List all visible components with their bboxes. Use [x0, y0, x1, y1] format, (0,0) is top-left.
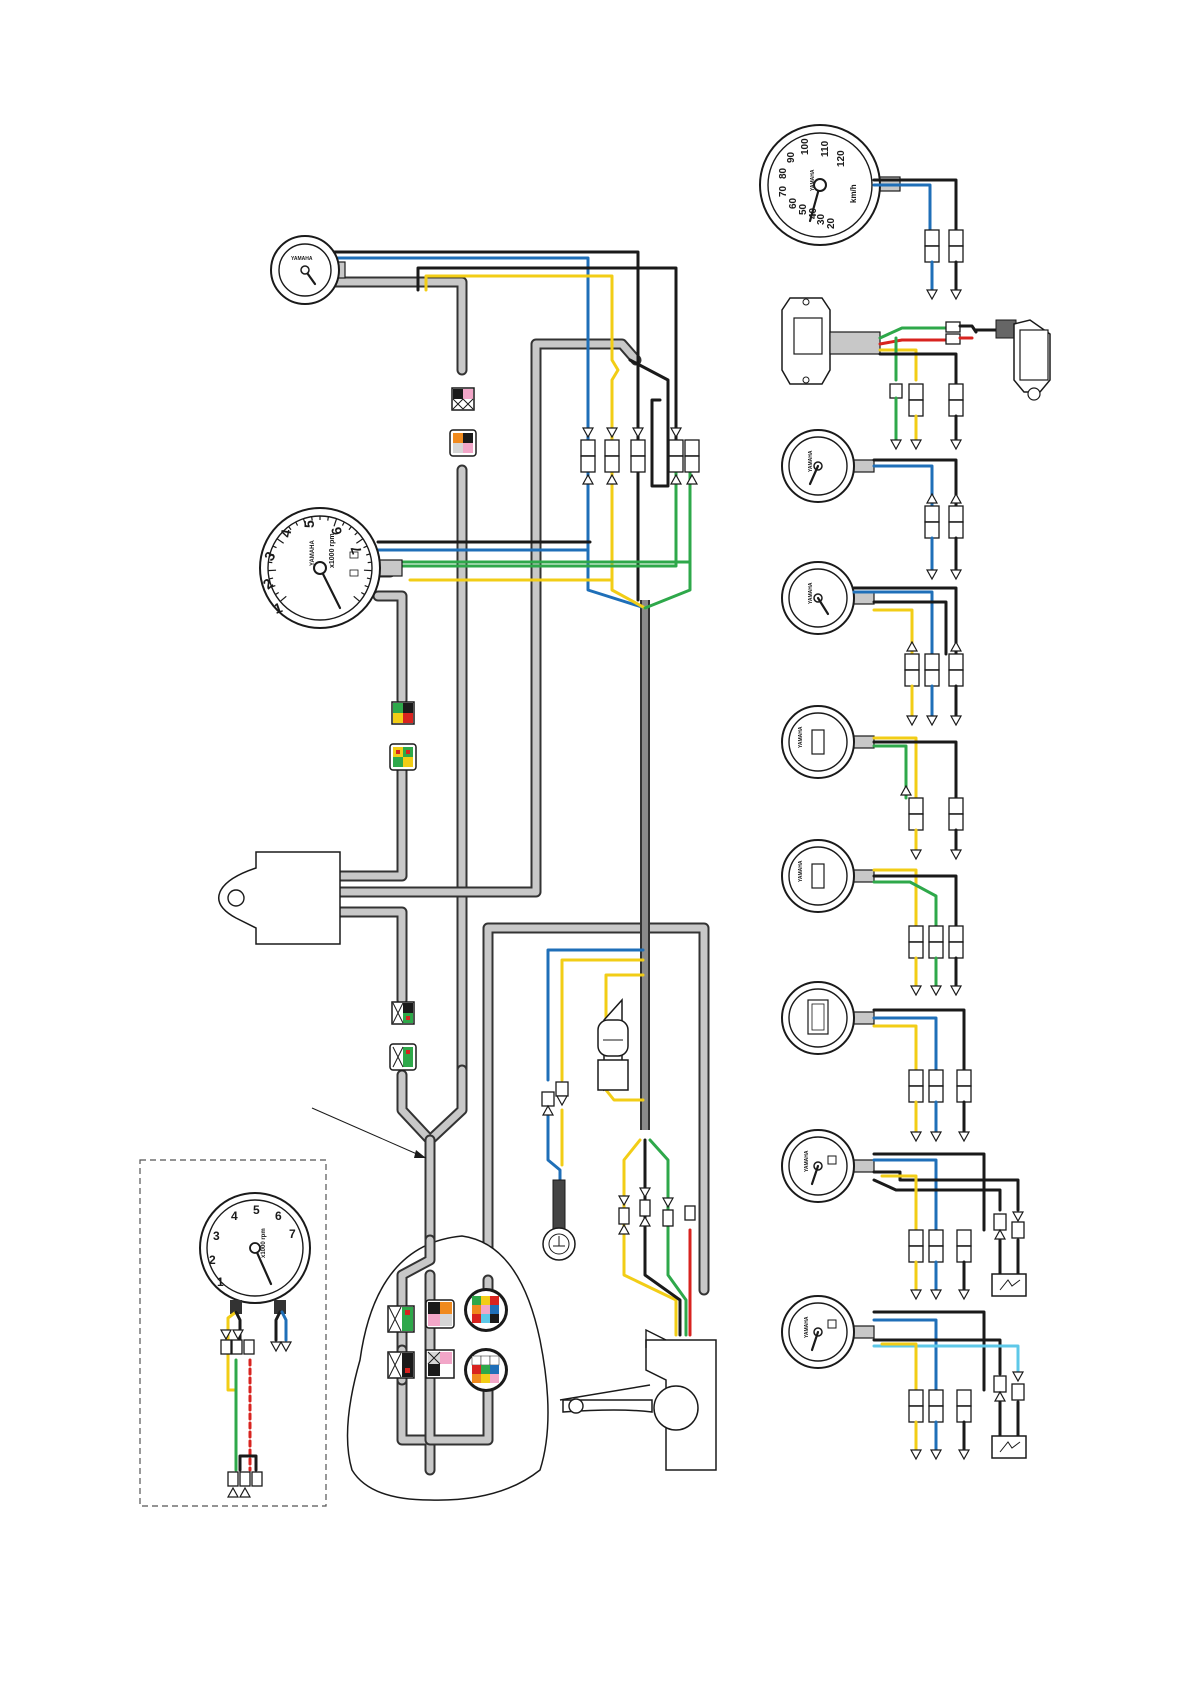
speedo-number-80: 80 — [778, 167, 789, 179]
tach-tick — [269, 578, 273, 579]
tach-tick — [312, 517, 313, 521]
inset-tach-number-3: 3 — [213, 1229, 220, 1243]
speedo-number-40: 40 — [808, 207, 819, 219]
hour-meter-icon: YAMAHA — [782, 706, 874, 778]
control-box-icon — [219, 852, 340, 944]
water-temp-gauge-icon: YAMAHA — [782, 1296, 874, 1368]
tach-number-5: 5 — [301, 520, 317, 528]
small-upper-gauge: YAMAHA — [271, 236, 345, 304]
speedo-number-120: 120 — [836, 150, 847, 167]
inset-tach-unit: x1000 rpm — [261, 1228, 267, 1258]
hour-meter-wiring — [874, 738, 963, 859]
fuel-management-icon — [782, 982, 874, 1054]
speedo-number-100: 100 — [800, 138, 811, 155]
tachometer-icon: 1 2 3 4 5 6 7 YAMAHA x1000 rpm — [260, 508, 402, 628]
inset-tach-number-4: 4 — [231, 1209, 238, 1223]
tach-tick — [328, 517, 329, 521]
color-connector-upper — [450, 388, 476, 456]
trim-gauge-icon: YAMAHA — [782, 430, 874, 502]
water-pressure-icon: YAMAHA — [782, 840, 874, 912]
tach-unit: x1000 rpm — [329, 533, 336, 568]
speedometer-wiring — [874, 180, 963, 299]
lamp-connectors — [542, 1082, 568, 1115]
fuel-management-wiring — [874, 1010, 971, 1141]
speedo-brand: YAMAHA — [810, 169, 816, 191]
panel-connector-a — [388, 1306, 414, 1332]
speedo-number-60: 60 — [788, 197, 799, 209]
water-temp-gauge-brand: YAMAHA — [804, 1316, 810, 1338]
voltmeter-brand: YAMAHA — [808, 582, 814, 604]
voltmeter-wiring — [854, 588, 963, 725]
speedo-number-50: 50 — [798, 203, 809, 215]
fuel-gauge-brand: YAMAHA — [804, 1150, 810, 1172]
buzzer-icon — [598, 1000, 628, 1090]
connector-bank-top — [581, 428, 699, 484]
inset-tach-number-6: 6 — [275, 1209, 282, 1223]
speedo-number-70: 70 — [778, 185, 789, 197]
speedo-number-90: 90 — [786, 151, 797, 163]
panel-connector-d — [426, 1350, 454, 1378]
inset-tach-number-2: 2 — [209, 1253, 216, 1267]
panel-round-connector-a — [464, 1288, 508, 1332]
remote-box-connectors — [619, 1188, 695, 1234]
hour-meter-brand: YAMAHA — [798, 726, 804, 748]
water-pressure-brand: YAMAHA — [798, 860, 804, 882]
voltmeter-icon: YAMAHA — [782, 562, 874, 634]
trim-sender-icon — [782, 298, 1050, 449]
inset-tach-number-1: 1 — [217, 1275, 224, 1289]
inset-tach-number-7: 7 — [289, 1227, 296, 1241]
inset-wires — [221, 1300, 291, 1497]
color-connector-lower — [390, 1002, 416, 1070]
panel-round-connector-b — [464, 1348, 508, 1392]
tach-tick — [367, 578, 371, 579]
speedo-unit: km/h — [849, 184, 858, 203]
speedo-number-110: 110 — [820, 140, 831, 157]
panel-connector-c — [426, 1300, 454, 1328]
water-temp-gauge-wiring — [874, 1312, 1026, 1459]
inset-tach-number-5: 5 — [253, 1203, 260, 1217]
tach-brand: YAMAHA — [310, 540, 316, 566]
trim-gauge-brand: YAMAHA — [808, 450, 814, 472]
remote-control-box-icon — [560, 1330, 716, 1470]
svg-text:YAMAHA: YAMAHA — [291, 256, 313, 262]
trim-gauge-wiring — [874, 460, 963, 579]
fuel-gauge-wiring — [874, 1154, 1026, 1299]
speedo-number-20: 20 — [826, 217, 837, 229]
color-connector-middle — [390, 702, 416, 770]
inset-tachometer-icon: 1 2 3 4 5 6 7 x1000 rpm — [200, 1193, 310, 1303]
wires-main — [333, 252, 690, 1335]
fuel-gauge-icon: YAMAHA — [782, 1130, 874, 1202]
panel-connector-b — [388, 1352, 414, 1378]
water-pressure-wiring — [874, 870, 963, 995]
indicator-lamp-icon — [543, 1180, 575, 1260]
